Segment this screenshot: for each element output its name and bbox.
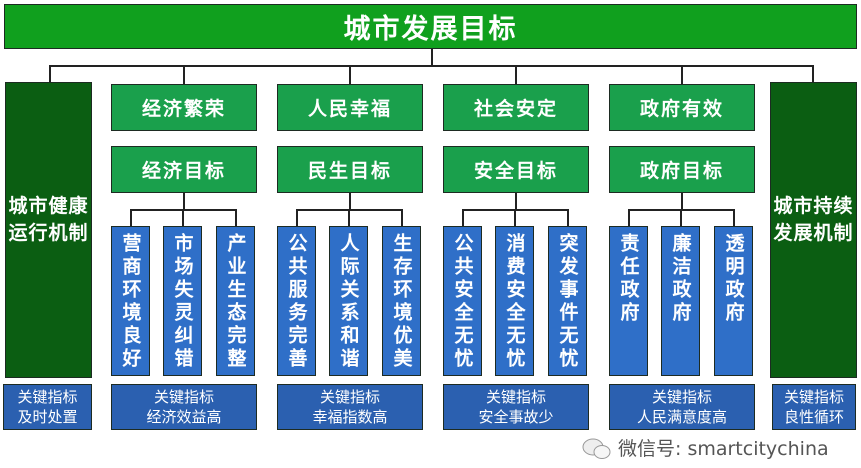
connector-left bbox=[49, 65, 51, 82]
watermark-text: 微信号: smartcitychina bbox=[618, 438, 829, 460]
diagram-title: 城市发展目标 bbox=[4, 4, 857, 49]
left-mechanism: 城市健康运行机制 bbox=[5, 82, 92, 378]
bracket-drop bbox=[733, 209, 735, 226]
connector-2 bbox=[515, 65, 517, 84]
bracket-drop bbox=[628, 209, 630, 226]
sub-goal-box: 透明政府 bbox=[714, 226, 753, 376]
sub-goal-box: 廉洁政府 bbox=[661, 226, 700, 376]
bracket-drop bbox=[348, 209, 350, 226]
bracket-stem bbox=[183, 193, 185, 210]
sub-goal-box: 生存环境优美 bbox=[382, 226, 421, 376]
bracket-drop bbox=[235, 209, 237, 226]
left-kpi: 关键指标 及时处置 bbox=[3, 384, 92, 430]
connector-3 bbox=[681, 65, 683, 84]
kpi-box: 关键指标 安全事故少 bbox=[443, 384, 589, 430]
wechat-icon bbox=[582, 437, 612, 461]
sub-goal-box: 营商环境良好 bbox=[111, 226, 150, 376]
right-mechanism: 城市持续发展机制 bbox=[770, 82, 857, 378]
sub-goal-box: 责任政府 bbox=[609, 226, 648, 376]
aim-box: 人民幸福 bbox=[277, 84, 423, 131]
sub-goal-box: 消费安全无忧 bbox=[495, 226, 534, 376]
connector-0 bbox=[183, 65, 185, 84]
right-kpi: 关键指标 良性循环 bbox=[772, 384, 856, 430]
target-box: 政府目标 bbox=[609, 146, 755, 193]
bracket-drop bbox=[401, 209, 403, 226]
target-box: 民生目标 bbox=[277, 146, 423, 193]
sub-goal-box: 产业生态完整 bbox=[216, 226, 255, 376]
connector-horizontal bbox=[49, 65, 814, 67]
bracket-drop bbox=[296, 209, 298, 226]
target-box: 经济目标 bbox=[111, 146, 257, 193]
bracket-drop bbox=[680, 209, 682, 226]
target-box: 安全目标 bbox=[443, 146, 589, 193]
sub-goal-box: 公共安全无忧 bbox=[443, 226, 482, 376]
bracket-drop bbox=[567, 209, 569, 226]
bracket-drop bbox=[514, 209, 516, 226]
kpi-box: 关键指标 经济效益高 bbox=[111, 384, 257, 430]
bracket-stem bbox=[515, 193, 517, 210]
kpi-box: 关键指标 人民满意度高 bbox=[609, 384, 755, 430]
connector-right bbox=[812, 65, 814, 82]
watermark: 微信号: smartcitychina bbox=[582, 436, 829, 462]
aim-box: 经济繁荣 bbox=[111, 84, 257, 131]
sub-goal-box: 市场失灵纠错 bbox=[163, 226, 202, 376]
connector-1 bbox=[349, 65, 351, 84]
aim-box: 政府有效 bbox=[609, 84, 755, 131]
bracket-drop bbox=[130, 209, 132, 226]
kpi-box: 关键指标 幸福指数高 bbox=[277, 384, 423, 430]
sub-goal-box: 突发事件无忧 bbox=[548, 226, 587, 376]
bracket-drop bbox=[182, 209, 184, 226]
bracket-stem bbox=[349, 193, 351, 210]
bracket-drop bbox=[462, 209, 464, 226]
sub-goal-box: 人际关系和谐 bbox=[329, 226, 368, 376]
bracket-stem bbox=[681, 193, 683, 210]
aim-box: 社会安定 bbox=[443, 84, 589, 131]
connector-top bbox=[431, 49, 433, 66]
sub-goal-box: 公共服务完善 bbox=[277, 226, 316, 376]
